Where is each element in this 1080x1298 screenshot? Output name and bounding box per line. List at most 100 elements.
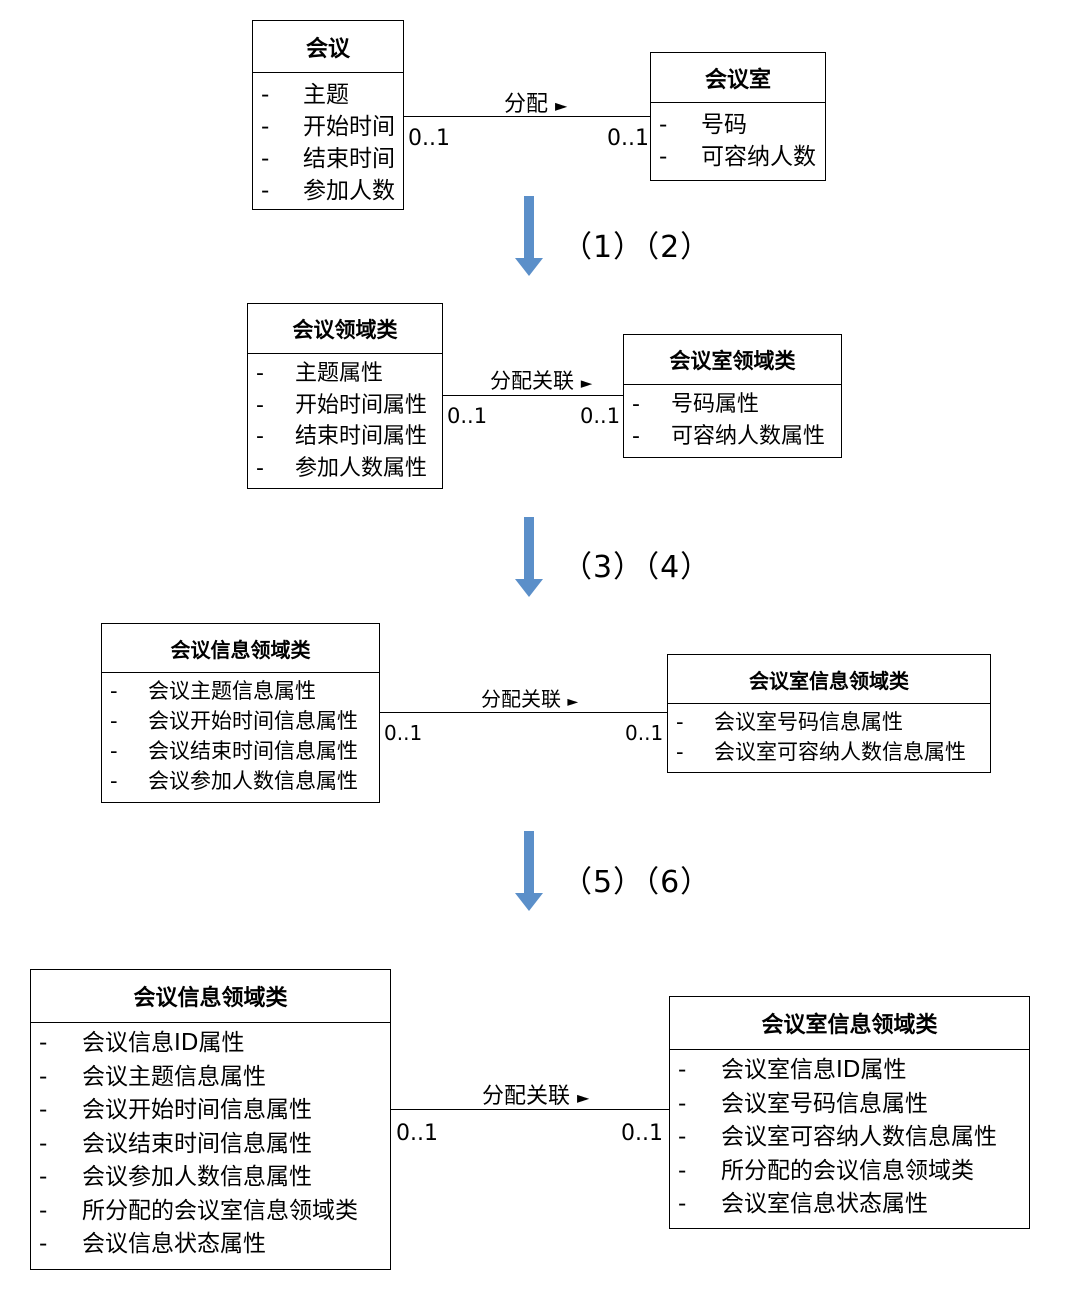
attribute-label: 号码属性 xyxy=(671,392,760,417)
attribute-label: 可容纳人数 xyxy=(701,144,816,170)
attribute-list: - 会议主题信息属性 -会议开始时间信息属性 -会议结束时间信息属性 - 会议参加人… xyxy=(102,673,379,796)
attribute-item: -开始时间属性 xyxy=(248,390,442,422)
attribute-marker: - xyxy=(39,1197,48,1224)
association-name: 分配 xyxy=(504,92,549,117)
attribute-item: - 结束时间属性 xyxy=(248,421,442,453)
attribute-item: - 会议主题信息属性 xyxy=(102,676,379,706)
transition-label: （5）（6） xyxy=(562,865,712,900)
attribute-item: - 开始时间 xyxy=(253,111,403,143)
attribute-item: - 号码属性 xyxy=(624,389,841,421)
attribute-marker: - xyxy=(261,178,270,204)
attribute-marker: - xyxy=(256,424,264,449)
attribute-item: -会议开始时间信息属性 xyxy=(102,706,379,736)
attribute-marker: - xyxy=(39,1130,48,1157)
attribute-marker: - xyxy=(678,1124,687,1150)
attribute-label: 号码 xyxy=(701,112,747,138)
left-multiplicity: 0..1 xyxy=(408,126,450,151)
attribute-marker: - xyxy=(110,679,118,703)
attribute-label: 会议开始时间信息属性 xyxy=(82,1097,312,1123)
attribute-item: -会议信息ID属性 xyxy=(31,1027,390,1061)
association-line xyxy=(443,395,623,396)
down-arrow-icon xyxy=(515,831,543,911)
class-box-meeting-room-info-domain-final: 会议室信息领域类 - 会议室信息ID属性 - 会议室号码信息属性 - 会议室可容纳人数… xyxy=(669,996,1030,1229)
left-multiplicity: 0..1 xyxy=(384,721,423,745)
attribute-marker: - xyxy=(676,740,684,764)
attribute-list: -会议信息ID属性 -会议主题信息属性 -会议开始时间信息属性 -会议结束时间信… xyxy=(31,1023,390,1262)
attribute-marker: - xyxy=(261,82,270,108)
attribute-item: -会议结束时间信息属性 xyxy=(102,736,379,766)
attribute-item: - 会议信息状态属性 xyxy=(31,1228,390,1262)
attribute-list: - 号码属性 - 可容纳人数属性 xyxy=(624,385,841,452)
association-line xyxy=(380,712,667,713)
attribute-marker: - xyxy=(256,455,264,481)
attribute-marker: - xyxy=(39,1063,48,1090)
transition-label: （3）（4） xyxy=(562,550,712,585)
association-label: 分配关联 ► xyxy=(481,683,578,712)
association-label: 分配关联 ► xyxy=(482,1078,589,1110)
attribute-marker: - xyxy=(261,146,270,172)
attribute-marker: - xyxy=(261,114,270,140)
attribute-item: - 会议室可容纳人数信息属性 xyxy=(670,1121,1029,1155)
left-multiplicity: 0..1 xyxy=(447,404,488,428)
attribute-label: 开始时间属性 xyxy=(295,392,428,418)
attribute-marker: - xyxy=(110,769,118,793)
attribute-item: - 会议参加人数信息属性 xyxy=(102,766,379,796)
class-box-meeting-room: 会议室 - 号码 -可容纳人数 xyxy=(650,52,826,181)
attribute-list: - 会议室信息ID属性 - 会议室号码信息属性 - 会议室可容纳人数信息属性 -所分配… xyxy=(670,1050,1029,1222)
association-name: 分配关联 xyxy=(482,1084,571,1109)
attribute-item: -主题属性 xyxy=(248,358,442,390)
attribute-label: 会议室信息ID属性 xyxy=(721,1057,907,1083)
attribute-item: -结束时间 xyxy=(253,143,403,175)
attribute-item: -可容纳人数 xyxy=(651,141,825,173)
attribute-list: - 号码 -可容纳人数 xyxy=(651,103,825,173)
attribute-label: 会议参加人数信息属性 xyxy=(148,769,358,793)
attribute-label: 参加人数属性 xyxy=(295,455,428,481)
attribute-label: 主题属性 xyxy=(295,361,384,386)
arrow-shape xyxy=(515,517,543,597)
attribute-label: 会议室可容纳人数信息属性 xyxy=(714,740,966,764)
attribute-label: 会议主题信息属性 xyxy=(148,679,316,703)
attribute-label: 主题 xyxy=(303,82,349,108)
attribute-item: - 会议室可容纳人数信息属性 xyxy=(668,737,990,767)
attribute-label: 开始时间 xyxy=(303,114,395,140)
attribute-item: -参加人数 xyxy=(253,175,403,207)
attribute-label: 可容纳人数属性 xyxy=(671,423,826,449)
class-name: 会议室信息领域类 xyxy=(670,997,1029,1050)
arrow-shape xyxy=(515,196,543,276)
attribute-marker: - xyxy=(39,1030,48,1056)
attribute-label: 会议信息状态属性 xyxy=(82,1231,266,1257)
class-name: 会议室 xyxy=(651,53,825,103)
attribute-item: - 所分配的会议室信息领域类 xyxy=(31,1195,390,1229)
attribute-list: -主题属性 -开始时间属性 - 结束时间属性 - 参加人数属性 xyxy=(248,354,442,484)
attribute-marker: - xyxy=(678,1057,687,1083)
attribute-marker: - xyxy=(110,709,118,733)
right-multiplicity: 0..1 xyxy=(580,404,621,428)
attribute-label: 会议室可容纳人数信息属性 xyxy=(721,1124,997,1150)
attribute-item: -会议室信息状态属性 xyxy=(670,1188,1029,1222)
attribute-marker: - xyxy=(39,1231,48,1257)
class-box-meeting-domain: 会议领域类 -主题属性 -开始时间属性 -结束时间属性 -参加人数属性 xyxy=(247,303,443,489)
down-arrow-icon xyxy=(515,196,543,276)
attribute-item: -会议室号码信息属性 xyxy=(668,707,990,737)
direction-arrow-icon: ► xyxy=(567,694,579,710)
attribute-item: -所分配的会议信息领域类 xyxy=(670,1155,1029,1189)
right-multiplicity: 0..1 xyxy=(621,1121,663,1146)
direction-arrow-icon: ► xyxy=(577,1088,590,1107)
attribute-marker: - xyxy=(39,1164,48,1190)
attribute-marker: - xyxy=(632,392,640,417)
attribute-label: 所分配的会议信息领域类 xyxy=(721,1157,974,1184)
class-box-meeting-room-domain: 会议室领域类 - 号码属性 - 可容纳人数属性 xyxy=(623,334,842,458)
association-line xyxy=(391,1109,669,1110)
association-label: 分配关联 ► xyxy=(490,365,592,395)
attribute-label: 所分配的会议室信息领域类 xyxy=(82,1197,358,1224)
attribute-label: 会议主题信息属性 xyxy=(82,1063,266,1090)
association-name: 分配关联 xyxy=(481,687,561,711)
attribute-label: 会议室号码信息属性 xyxy=(721,1090,928,1117)
attribute-item: -会议开始时间信息属性 xyxy=(31,1094,390,1128)
attribute-list: -会议室号码信息属性 - 会议室可容纳人数信息属性 xyxy=(668,704,990,767)
association-name: 分配关联 xyxy=(490,369,574,393)
association-line xyxy=(404,116,650,117)
class-name: 会议室领域类 xyxy=(624,335,841,385)
attribute-label: 结束时间属性 xyxy=(295,424,428,449)
attribute-marker: - xyxy=(659,112,668,138)
